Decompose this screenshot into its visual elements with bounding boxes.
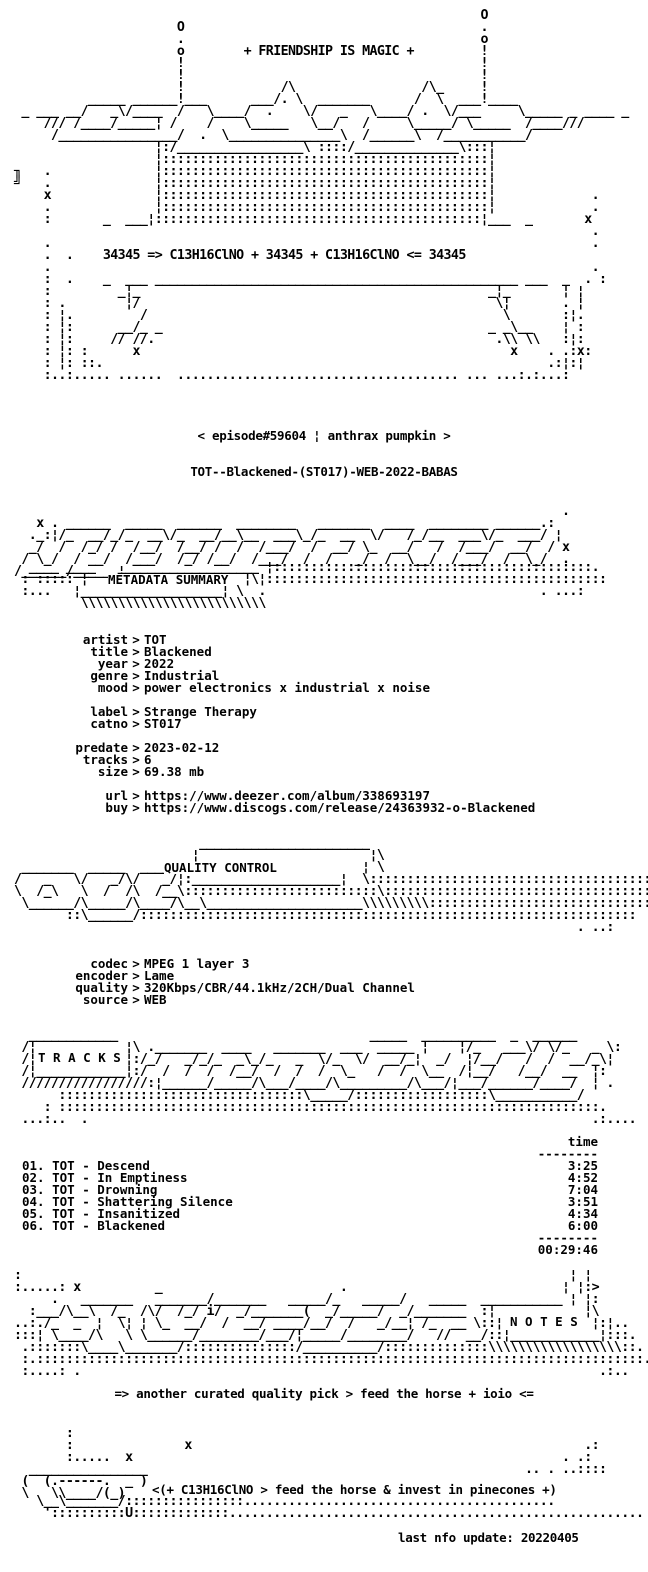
quality-ascii-art: _______________________ ¦ ¦\ _______ ___…	[14, 836, 648, 935]
meta-row-label: label>Strange Therapy	[90, 704, 257, 719]
quality-section-title: QUALITY CONTROL	[164, 860, 277, 875]
meta-row-buy[interactable]: buy>https://www.discogs.com/release/2436…	[105, 800, 536, 815]
meta-row-url[interactable]: url>https://www.deezer.com/album/3386931…	[105, 788, 430, 803]
notes-line: => another curated quality pick > feed t…	[114, 1386, 534, 1401]
meta-row-predate: predate>2023-02-12	[75, 740, 220, 755]
meta-row-artist: artist>TOT	[82, 632, 167, 647]
metadata-section-title: METADATA SUMMARY	[108, 572, 229, 587]
meta-row-year: year>2022	[97, 656, 175, 671]
release-name: TOT--Blackened-(ST017)-WEB-2022-BABAS	[190, 464, 458, 479]
metadata-box-art: ____ ____ ___________________ ¦:::::::::…	[21, 560, 607, 611]
quality-row-source: source>WEB	[82, 992, 167, 1007]
last-update: last nfo update: 20220405	[398, 1530, 579, 1545]
metadata-ascii-art: . x . ______ _____ ______ ________ _____…	[14, 504, 570, 579]
metadata-list: artist>TOT title>Blackened year>2022 gen…	[60, 632, 536, 815]
time-rule-top: --------	[537, 1146, 598, 1161]
time-header: time	[567, 1134, 598, 1149]
pinecones-line: <(+ C13H16ClNO > feed the horse & invest…	[152, 1482, 557, 1497]
total-time: 00:29:46	[537, 1242, 598, 1257]
footer-base-art: \__\_______/::::::::::::::::............…	[36, 1494, 644, 1521]
discogs-link[interactable]: https://www.discogs.com/release/24363932…	[144, 800, 536, 815]
formula-line: 34345 => C13H16ClNO + 34345 + C13H16ClNO…	[102, 248, 466, 263]
tracks-section-title: T R A C K S	[38, 1050, 121, 1065]
deezer-link[interactable]: https://www.deezer.com/album/338693197	[144, 788, 430, 803]
notes-section-title: N O T E S	[510, 1314, 578, 1329]
header-ascii-art: O O . . o o + FRIENDSHIP IS MAGIC + !	[14, 8, 629, 383]
meta-row-catno: catno>ST017	[90, 716, 182, 731]
time-rule-bottom: --------	[537, 1230, 598, 1245]
meta-row-mood: mood>power electronics x industrial x no…	[97, 680, 430, 695]
friendship-banner: + FRIENDSHIP IS MAGIC +	[243, 44, 415, 59]
quality-row-encoder: encoder>Lame	[75, 968, 175, 983]
meta-row-tracks: tracks>6	[82, 752, 152, 767]
notes-ascii-art: : ¦ ¦ :.....: x _ . ¦ ¦:> . _______ ____…	[14, 1268, 648, 1379]
meta-row-title: title>Blackened	[90, 644, 212, 659]
quality-row-quality: quality>320Kbps/CBR/44.1kHz/2CH/Dual Cha…	[75, 980, 415, 995]
meta-row-genre: genre>Industrial	[90, 668, 220, 683]
quality-list: codec>MPEG 1 layer 3 encoder>Lame qualit…	[60, 956, 415, 1007]
meta-row-size: size>69.38 mb	[97, 764, 205, 779]
episode-line: < episode#59604 ¦ anthrax pumpkin >	[197, 428, 451, 443]
quality-row-codec: codec>MPEG 1 layer 3	[90, 956, 250, 971]
footer-ascii-art: : : x .: :..... x . .: ________________	[21, 1426, 607, 1501]
tracks-ascii-art: ____________ _____ __________ _ ______ /…	[21, 1028, 637, 1127]
